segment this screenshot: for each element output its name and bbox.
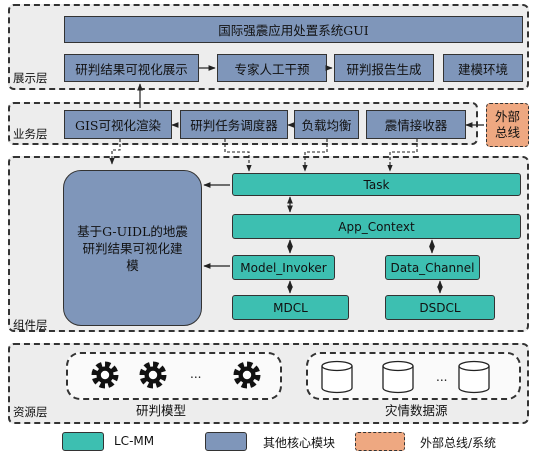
resource-layer-label: 资源层 <box>13 405 48 419</box>
database-icon <box>321 360 353 394</box>
link-receiver-to-task <box>387 139 418 172</box>
database-icon <box>458 360 490 394</box>
gui-title: 国际强震应用处置系统GUI <box>218 23 369 38</box>
data-ellipsis: ... <box>436 370 448 384</box>
models-ellipsis: ... <box>190 367 202 381</box>
gear-icon <box>237 365 258 386</box>
task-scheduler-module: 研判任务调度器 <box>180 110 288 139</box>
legend-lc-mm-label: LC-MM <box>114 434 155 448</box>
external-bus-label: 外部总线 <box>494 109 520 140</box>
gis-rendering-module: GIS可视化渲染 <box>64 110 172 139</box>
models-label: 研判模型 <box>136 403 187 418</box>
gear-icon <box>95 365 116 386</box>
legend-core-label: 其他核心模块 <box>263 436 336 450</box>
expert-intervention-module: 专家人工干预 <box>217 54 327 82</box>
modeling-environment-module: 建模环境 <box>443 54 523 82</box>
link-scheduler-to-task <box>224 139 252 172</box>
app-context-box: App_Context <box>232 214 521 239</box>
dsdcl-box: DSDCL <box>385 295 495 320</box>
legend-external-swatch <box>355 432 405 451</box>
gui-modeling-label: 基于G-UIDL的地震研判结果可视化建模 <box>77 223 188 273</box>
task-box: Task <box>232 173 521 196</box>
external-bus-box: 外部总线 <box>486 103 529 147</box>
data-channel-box: Data_Channel <box>385 255 480 280</box>
gui-modeling-block: 基于G-UIDL的地震研判结果可视化建模 <box>63 170 202 326</box>
link-balancer-to-task <box>302 139 328 172</box>
gear-icon <box>143 365 164 386</box>
legend-lc-mm-swatch <box>62 432 104 451</box>
quake-receiver-module: 震情接收器 <box>366 110 466 139</box>
data-sources-label: 灾情数据源 <box>385 403 448 418</box>
business-layer-label: 业务层 <box>13 127 48 141</box>
model-invoker-box: Model_Invoker <box>232 255 335 280</box>
report-generation-module: 研判报告生成 <box>334 54 434 82</box>
mdcl-box: MDCL <box>232 295 349 320</box>
database-icon <box>382 360 414 394</box>
legend-core-swatch <box>205 432 247 451</box>
link-gis-to-modeling <box>109 139 121 165</box>
gui-title-box: 国际强震应用处置系统GUI <box>64 16 523 43</box>
presentation-layer-label: 展示层 <box>13 71 48 85</box>
result-visualization-module: 研判结果可视化展示 <box>64 54 199 82</box>
load-balancer-module: 负载均衡 <box>294 110 359 139</box>
legend-external-label: 外部总线/系统 <box>420 436 497 450</box>
component-layer-label: 组件层 <box>13 318 48 332</box>
